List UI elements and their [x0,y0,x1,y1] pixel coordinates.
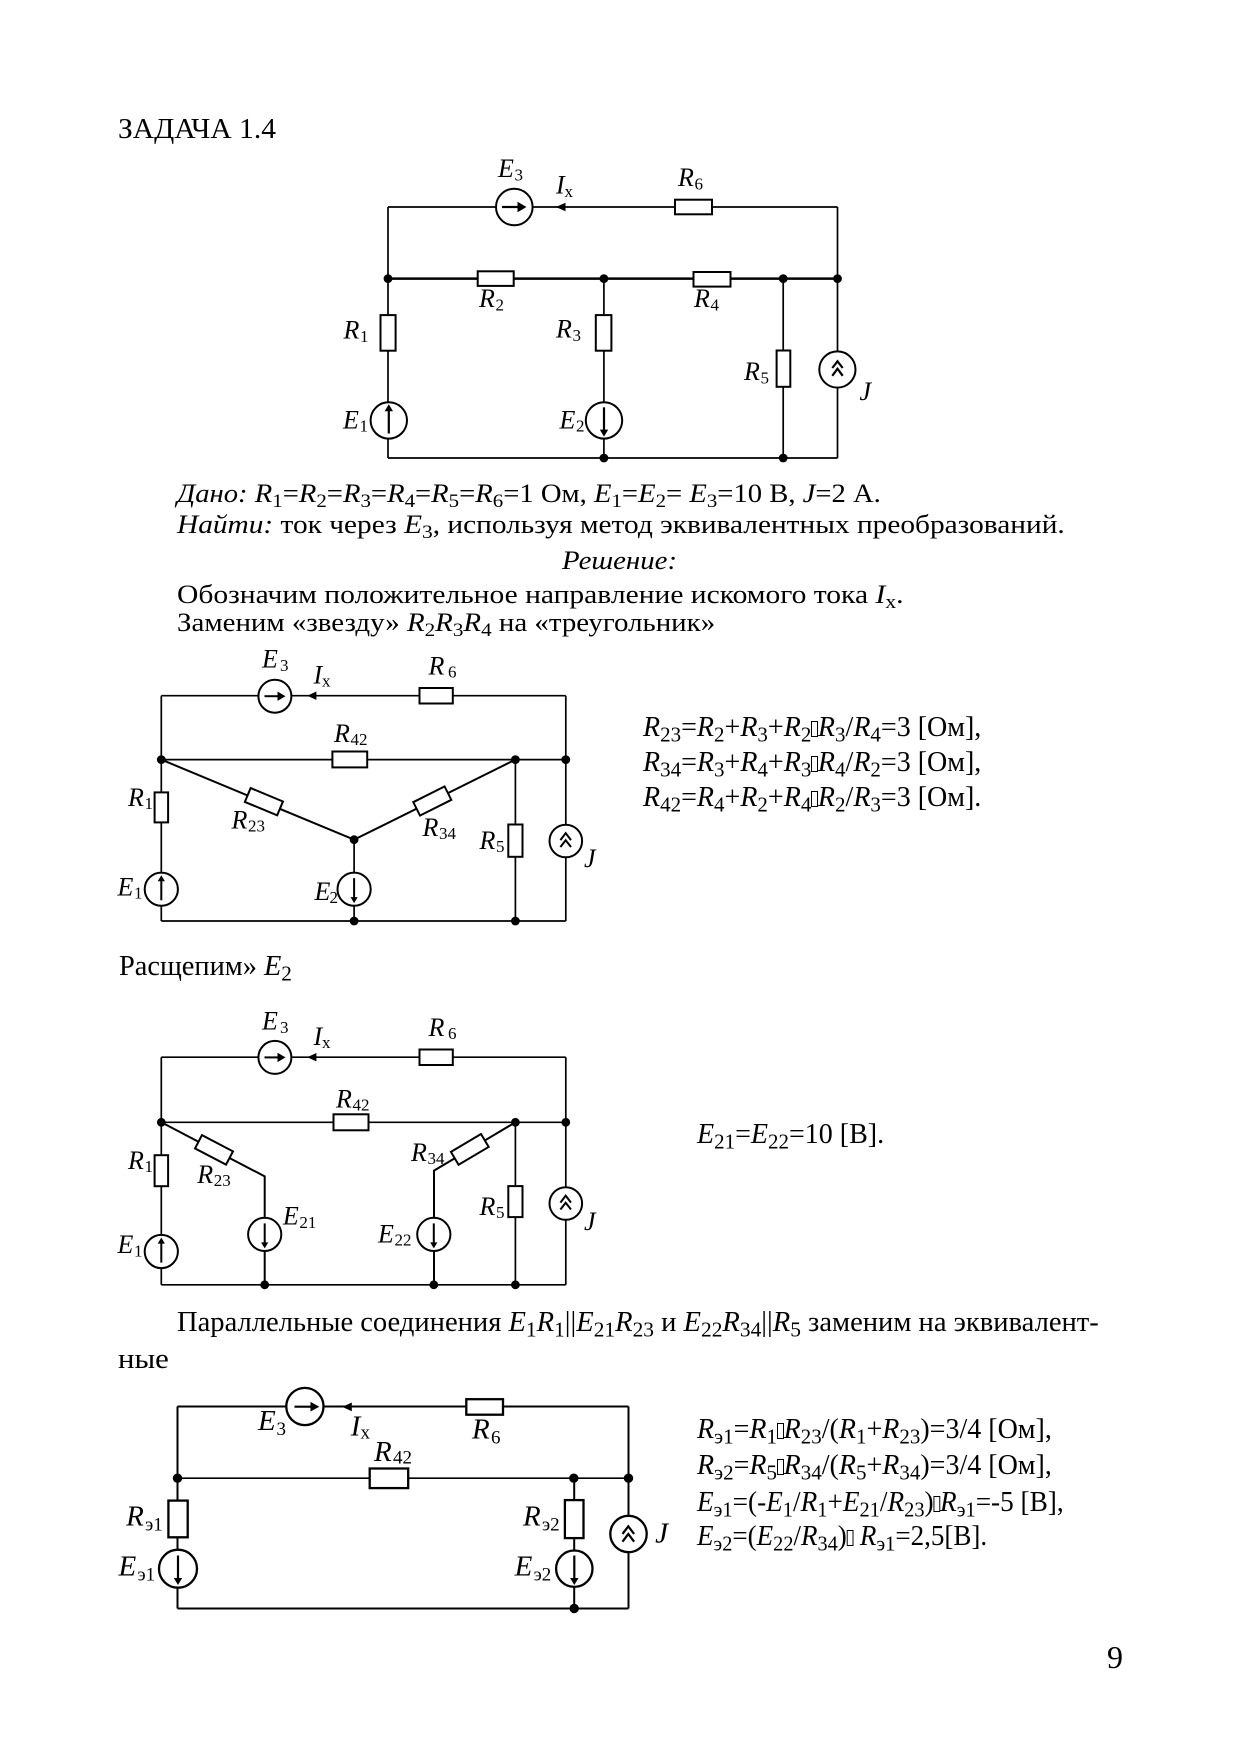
svg-text:x: x [322,672,331,691]
svg-text:R: R [743,357,760,386]
svg-text:R: R [522,1501,541,1533]
svg-text:R: R [693,284,710,313]
svg-text:x: x [565,182,574,201]
svg-text:E: E [342,406,359,435]
svg-text:E: E [117,873,134,902]
svg-text:6: 6 [448,1024,457,1043]
svg-text:E: E [282,1201,299,1230]
svg-text:3: 3 [280,656,289,675]
svg-text:34: 34 [428,1149,446,1168]
svg-text:6: 6 [491,1428,501,1449]
svg-text:23: 23 [214,1171,231,1190]
svg-text:R: R [231,806,248,835]
svg-text:2: 2 [576,417,585,436]
svg-text:R: R [428,652,445,681]
svg-text:R: R [478,284,495,313]
svg-text:R: R [333,719,350,748]
svg-text:5: 5 [761,369,770,388]
svg-text:E: E [117,1230,134,1259]
svg-text:1: 1 [134,884,143,903]
svg-text:J: J [584,844,597,873]
svg-text:R: R [125,1501,144,1533]
svg-text:R: R [410,1138,427,1167]
svg-text:э1: э1 [138,1565,156,1586]
svg-text:34: 34 [439,824,457,843]
svg-text:x: x [361,1423,371,1444]
svg-text:R: R [471,1414,490,1446]
svg-text:E: E [118,1551,137,1583]
svg-text:R: R [677,163,694,192]
svg-text:4: 4 [711,296,720,315]
svg-text:x: x [322,1033,331,1052]
svg-text:R: R [373,1436,392,1468]
svg-text:I: I [555,171,566,200]
svg-text:E: E [261,1007,278,1036]
svg-text:R: R [127,783,144,812]
svg-text:E: E [314,877,331,906]
svg-text:22: 22 [395,1230,412,1249]
svg-text:21: 21 [299,1213,316,1232]
svg-text:E: E [257,1405,276,1437]
svg-text:J: J [860,377,873,406]
svg-text:R: R [479,826,496,855]
svg-text:R: R [343,316,360,345]
svg-text:1: 1 [145,1157,154,1176]
svg-text:R: R [335,1085,352,1114]
svg-text:R: R [428,1013,445,1042]
svg-text:23: 23 [248,817,265,836]
svg-text:э2: э2 [542,1515,560,1536]
svg-text:2: 2 [330,888,339,907]
svg-text:1: 1 [360,417,369,436]
svg-text:42: 42 [353,1096,370,1115]
svg-text:I: I [313,661,324,690]
svg-text:E: E [514,1551,533,1583]
svg-text:E: E [497,154,514,183]
svg-text:2: 2 [496,296,505,315]
svg-text:1: 1 [145,794,154,813]
svg-text:1: 1 [134,1242,143,1261]
svg-text:J: J [584,1207,597,1236]
svg-text:5: 5 [496,837,505,856]
svg-text:R: R [422,813,439,842]
svg-text:E: E [377,1219,394,1248]
svg-text:R: R [479,1192,496,1221]
svg-text:э1: э1 [145,1515,163,1536]
svg-text:E: E [559,406,576,435]
svg-text:42: 42 [393,1448,412,1469]
svg-text:6: 6 [448,663,457,682]
svg-text:3: 3 [280,1018,289,1037]
svg-text:1: 1 [360,327,369,346]
svg-text:E: E [261,645,278,674]
svg-text:I: I [350,1411,362,1443]
svg-text:J: J [655,1517,669,1549]
svg-text:3: 3 [515,166,524,185]
svg-text:3: 3 [277,1419,287,1440]
svg-text:42: 42 [351,730,368,749]
svg-text:5: 5 [496,1203,505,1222]
svg-text:I: I [313,1022,324,1051]
svg-text:R: R [555,315,572,344]
svg-text:R: R [196,1160,213,1189]
svg-text:3: 3 [573,326,582,345]
svg-text:6: 6 [695,175,704,194]
svg-text:э2: э2 [534,1565,552,1586]
svg-text:R: R [127,1146,144,1175]
